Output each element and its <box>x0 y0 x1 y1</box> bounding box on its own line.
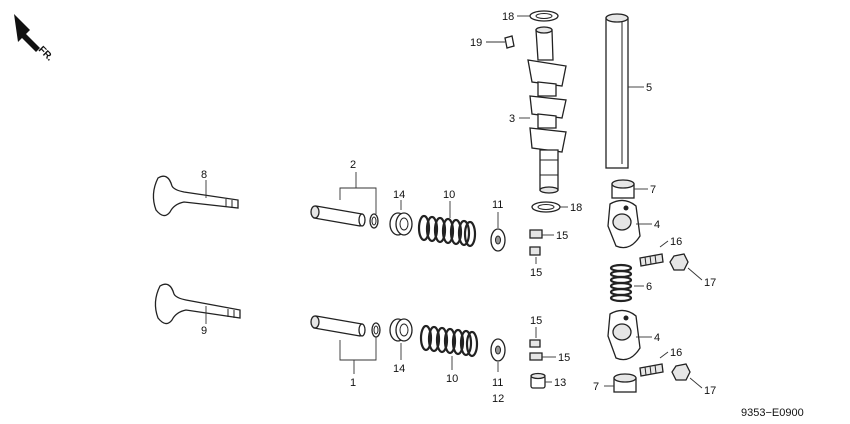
callout-19: 19 <box>470 37 482 49</box>
keeper-d <box>529 352 543 361</box>
retainer-upper <box>490 228 506 252</box>
callout-9: 9 <box>201 325 207 337</box>
callout-15-d: 15 <box>558 352 570 364</box>
callout-16-lower: 16 <box>670 347 682 359</box>
callout-18-lower: 18 <box>570 202 582 214</box>
valve-spring-upper <box>417 214 477 248</box>
keeper-c <box>529 339 541 348</box>
callout-12: 12 <box>492 393 504 405</box>
washer-bottom <box>531 201 561 213</box>
camshaft <box>527 26 567 194</box>
callout-4-lower: 4 <box>654 332 660 344</box>
valve-spring-lower <box>419 324 479 358</box>
callout-16-upper: 16 <box>670 236 682 248</box>
leader-lines <box>205 15 703 389</box>
diagram-code: 9353−E0900 <box>741 407 804 419</box>
valve-guide-upper <box>310 205 379 229</box>
rocker-spring <box>609 263 633 303</box>
callout-2: 2 <box>350 159 356 171</box>
callout-7-lower: 7 <box>593 381 599 393</box>
collar-upper <box>611 179 635 199</box>
callout-10-upper: 10 <box>443 189 455 201</box>
callout-15-b: 15 <box>530 267 542 279</box>
callout-15-c: 15 <box>530 315 542 327</box>
callout-6: 6 <box>646 281 652 293</box>
callout-17-lower: 17 <box>704 385 716 397</box>
rocker-arm-lower <box>607 309 641 361</box>
valve-guide-lower <box>310 315 381 338</box>
callout-4-upper: 4 <box>654 219 660 231</box>
front-direction-arrow-icon <box>14 14 40 52</box>
washer-top <box>529 10 559 22</box>
intake-valve <box>152 175 239 217</box>
callout-7-upper: 7 <box>650 184 656 196</box>
callout-8: 8 <box>201 169 207 181</box>
callout-1: 1 <box>350 377 356 389</box>
adjust-screw-lower <box>639 363 664 377</box>
callout-11-lower: 11 <box>492 377 503 389</box>
keeper-b <box>529 246 541 256</box>
valve-seal-upper <box>389 212 413 236</box>
exhaust-valve <box>154 283 241 325</box>
callout-10-lower: 10 <box>446 373 458 385</box>
lock-nut-upper <box>669 253 689 271</box>
valve-cap <box>530 372 546 389</box>
shaft <box>605 13 629 169</box>
valve-seal-lower <box>389 318 413 342</box>
callout-14-lower: 14 <box>393 363 405 375</box>
callout-5: 5 <box>646 82 652 94</box>
lock-nut-lower <box>671 363 691 381</box>
callout-18-upper: 18 <box>502 11 514 23</box>
adjust-screw-upper <box>639 253 664 267</box>
callout-13: 13 <box>554 377 566 389</box>
rocker-arm-upper <box>607 199 641 249</box>
callout-11-upper: 11 <box>492 199 503 211</box>
pin-19 <box>504 35 515 49</box>
collar-lower <box>613 373 637 393</box>
callout-3: 3 <box>509 113 515 125</box>
callout-15-a: 15 <box>556 230 568 242</box>
callout-14-upper: 14 <box>393 189 405 201</box>
callout-17-upper: 17 <box>704 277 716 289</box>
keeper-a <box>529 229 543 239</box>
retainer-lower <box>490 338 506 362</box>
